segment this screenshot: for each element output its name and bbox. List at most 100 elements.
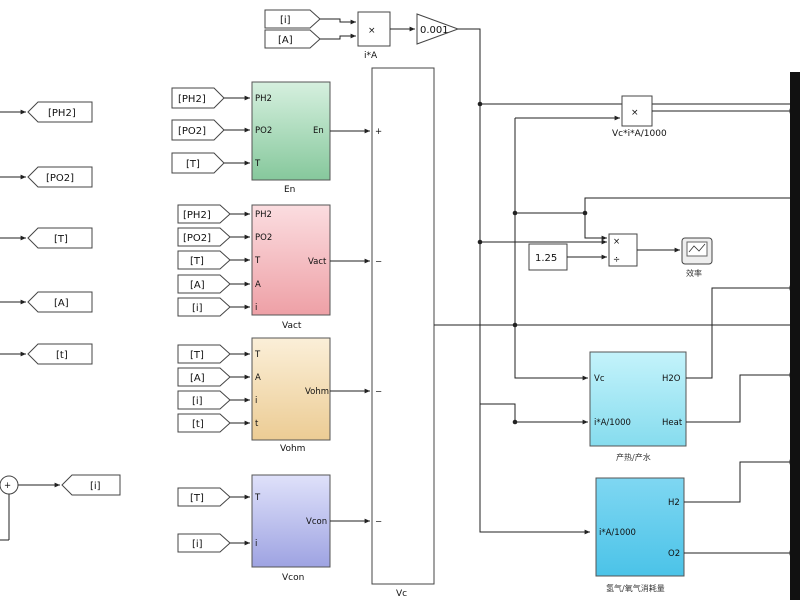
from-vact-a[interactable]: [A] — [177, 274, 231, 294]
left-goto-time[interactable]: [t] — [0, 343, 93, 365]
goto-tag-label: [T] — [54, 234, 68, 245]
from-vact-po2[interactable]: [PO2] — [177, 227, 231, 247]
svg-text:t: t — [255, 419, 259, 429]
left-goto-ph2[interactable]: [PH2] — [0, 101, 93, 123]
svg-text:H2O: H2O — [662, 374, 681, 384]
en-subsystem[interactable]: PH2 PO2 T En — [251, 81, 331, 181]
svg-text:A: A — [255, 373, 261, 383]
svg-text:A: A — [255, 280, 261, 290]
left-goto-a[interactable]: [A] — [0, 291, 93, 313]
svg-text:T: T — [254, 159, 261, 169]
svg-text:T: T — [254, 493, 261, 503]
goto-tag-label: [i] — [90, 481, 101, 492]
gas-caption: 氢气/氧气消耗量 — [606, 583, 665, 593]
svg-text:[i]: [i] — [192, 539, 203, 550]
svg-text:En: En — [313, 126, 324, 136]
svg-text:Vcon: Vcon — [306, 517, 327, 527]
heat-caption: 产热/产水 — [616, 452, 651, 462]
svg-text:1.25: 1.25 — [535, 253, 557, 264]
svg-text:i*A/1000: i*A/1000 — [594, 418, 631, 428]
svg-text:[i]: [i] — [280, 15, 291, 26]
svg-text:PO2: PO2 — [255, 126, 272, 136]
from-vohm-i[interactable]: [i] — [177, 390, 231, 410]
from-en-po2[interactable]: [PO2] — [171, 119, 225, 141]
svg-text:H2: H2 — [668, 498, 680, 508]
left-goto-po2[interactable]: [PO2] — [0, 166, 93, 188]
product-block-ia[interactable]: × — [357, 11, 391, 47]
svg-text:[A]: [A] — [190, 280, 205, 291]
svg-text:Vc: Vc — [594, 374, 605, 384]
goto-tag-label: [PO2] — [46, 173, 74, 184]
svg-text:[t]: [t] — [192, 419, 204, 430]
power-caption: Vc*i*A/1000 — [612, 129, 667, 139]
constant-block[interactable]: 1.25 — [528, 243, 568, 271]
svg-text:Vact: Vact — [308, 257, 327, 267]
from-en-ph2[interactable]: [PH2] — [171, 87, 225, 109]
goto-tag-label: [t] — [56, 350, 68, 361]
heat-water-subsystem[interactable]: Vc i*A/1000 H2O Heat — [589, 351, 687, 447]
vohm-subsystem[interactable]: T A i t Vohm — [251, 337, 331, 441]
vact-caption: Vact — [282, 321, 302, 331]
svg-text:[i]: [i] — [192, 303, 203, 314]
svg-text:[PH2]: [PH2] — [178, 94, 206, 105]
svg-text:i: i — [255, 396, 257, 406]
svg-text:[T]: [T] — [190, 256, 204, 267]
svg-text:0.001: 0.001 — [420, 25, 449, 36]
from-vohm-time[interactable]: [t] — [177, 413, 231, 433]
from-vohm-t[interactable]: [T] — [177, 344, 231, 364]
vcon-subsystem[interactable]: T i Vcon — [251, 474, 331, 568]
from-vact-t[interactable]: [T] — [177, 250, 231, 270]
from-en-t[interactable]: [T] — [171, 152, 225, 174]
svg-text:[T]: [T] — [186, 159, 200, 170]
vohm-caption: Vohm — [280, 444, 305, 454]
from-tag-top-i[interactable]: [i] — [264, 9, 321, 29]
from-vcon-i[interactable]: [i] — [177, 533, 231, 553]
svg-text:−: − — [375, 387, 382, 397]
svg-text:O2: O2 — [668, 549, 680, 559]
sum-block-vc[interactable]: + − − − — [371, 67, 435, 585]
svg-text:−: − — [375, 257, 382, 267]
svg-text:Heat: Heat — [662, 418, 683, 428]
vcon-caption: Vcon — [282, 573, 304, 583]
svg-text:[A]: [A] — [190, 373, 205, 384]
from-tag-top-a[interactable]: [A] — [264, 29, 321, 49]
svg-text:PH2: PH2 — [255, 210, 272, 220]
from-vohm-a[interactable]: [A] — [177, 367, 231, 387]
from-vcon-t[interactable]: [T] — [177, 487, 231, 507]
svg-text:[PO2]: [PO2] — [183, 233, 211, 244]
goto-tag-label: [A] — [54, 298, 69, 309]
svg-text:[i]: [i] — [192, 396, 203, 407]
svg-text:+: + — [4, 481, 11, 491]
from-vact-ph2[interactable]: [PH2] — [177, 204, 231, 224]
efficiency-scope[interactable] — [681, 237, 713, 265]
current-sum-circle[interactable]: + — [0, 475, 60, 541]
svg-text:[PO2]: [PO2] — [178, 126, 206, 137]
divide-block[interactable]: × ÷ — [608, 233, 638, 267]
gain-block[interactable]: 0.001 — [416, 13, 460, 45]
svg-text:i: i — [255, 303, 257, 313]
svg-text:×: × — [368, 26, 376, 36]
svg-text:i: i — [255, 539, 257, 549]
left-goto-t[interactable]: [T] — [0, 227, 93, 249]
svg-text:−: − — [375, 517, 382, 527]
from-vact-i[interactable]: [i] — [177, 297, 231, 317]
svg-text:T: T — [254, 256, 261, 266]
left-goto-i[interactable]: [i] — [61, 474, 121, 496]
svg-text:[PH2]: [PH2] — [183, 210, 211, 221]
power-product-block[interactable]: × — [621, 95, 653, 127]
svg-text:×: × — [631, 108, 639, 118]
gas-consumption-subsystem[interactable]: i*A/1000 H2 O2 — [595, 477, 685, 577]
vact-subsystem[interactable]: PH2 PO2 T A i Vact — [251, 204, 331, 316]
scope-caption: 效率 — [686, 268, 702, 278]
sum-caption: Vc — [396, 589, 407, 599]
svg-text:[T]: [T] — [190, 350, 204, 361]
svg-text:[A]: [A] — [278, 35, 293, 46]
svg-text:[T]: [T] — [190, 493, 204, 504]
product-caption: i*A — [364, 51, 378, 61]
output-bus-bar[interactable] — [790, 72, 800, 600]
en-caption: En — [284, 185, 295, 195]
svg-text:÷: ÷ — [613, 255, 620, 265]
svg-text:PO2: PO2 — [255, 233, 272, 243]
svg-text:i*A/1000: i*A/1000 — [599, 528, 636, 538]
